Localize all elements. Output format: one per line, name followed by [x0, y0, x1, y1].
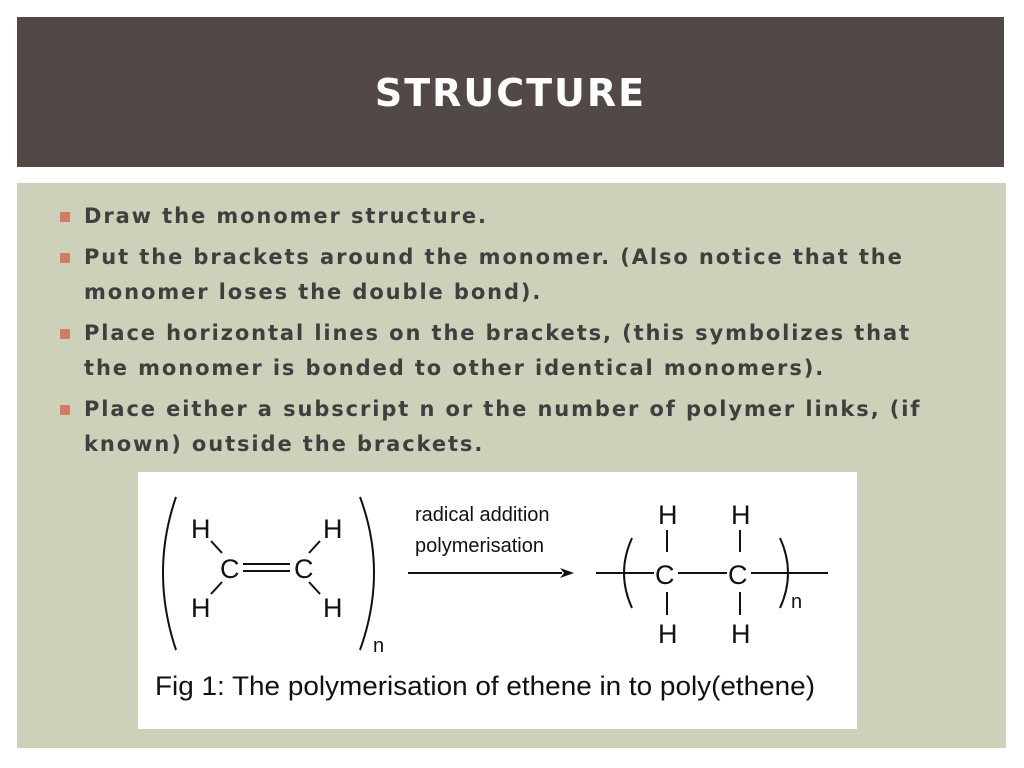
- title-bar: STRUCTURE: [17, 17, 1004, 167]
- polymer-h-top-left: H: [658, 500, 678, 530]
- monomer-right-bracket: [359, 496, 375, 651]
- polymer-c-right: C: [728, 560, 748, 590]
- monomer-c-left: C: [220, 554, 240, 584]
- monomer-c-right: C: [294, 554, 314, 584]
- square-bullet-icon: [60, 405, 70, 415]
- arrow-label-line2: polymerisation: [415, 535, 544, 557]
- monomer-h-top-right: H: [323, 514, 343, 544]
- monomer-h-bottom-right: H: [323, 593, 343, 623]
- bond-h-c-top-left: [210, 540, 223, 554]
- reaction-diagram: H H H H C C n radical addition polymeris…: [155, 496, 828, 701]
- bullet-item: Place either a subscript n or the number…: [60, 392, 960, 462]
- bullet-list: Draw the monomer structure. Put the brac…: [60, 199, 960, 468]
- polymer-subscript-n: n: [791, 591, 802, 613]
- polymer-h-bottom-left: H: [658, 619, 678, 649]
- bullet-text: Place either a subscript n or the number…: [84, 397, 922, 456]
- square-bullet-icon: [60, 212, 70, 222]
- bond-h-c-top-right: [308, 540, 321, 554]
- polymer-h-top-right: H: [731, 500, 751, 530]
- polymer-h-bottom-right: H: [731, 619, 751, 649]
- bond-h-c-bottom-right: [308, 581, 321, 595]
- bullet-text: Place horizontal lines on the brackets, …: [84, 321, 912, 380]
- bond-h-c-bottom-left: [210, 581, 223, 595]
- square-bullet-icon: [60, 253, 70, 263]
- bullet-item: Put the brackets around the monomer. (Al…: [60, 240, 960, 310]
- content-area: Draw the monomer structure. Put the brac…: [17, 183, 1006, 748]
- monomer-h-top-left: H: [191, 514, 211, 544]
- reaction-arrow-head: [560, 568, 574, 578]
- bullet-item: Place horizontal lines on the brackets, …: [60, 316, 960, 386]
- square-bullet-icon: [60, 329, 70, 339]
- polymerisation-figure: H H H H C C n radical addition polymeris…: [138, 472, 857, 729]
- monomer-h-bottom-left: H: [191, 593, 211, 623]
- bullet-item: Draw the monomer structure.: [60, 199, 960, 234]
- monomer-subscript-n: n: [373, 635, 384, 657]
- arrow-label-line1: radical addition: [415, 504, 550, 526]
- slide-title: STRUCTURE: [374, 71, 647, 115]
- monomer-left-bracket: [162, 496, 177, 651]
- polymer-c-left: C: [655, 560, 675, 590]
- bullet-text: Draw the monomer structure.: [84, 204, 488, 228]
- figure-caption: Fig 1: The polymerisation of ethene in t…: [155, 671, 815, 701]
- bullet-text: Put the brackets around the monomer. (Al…: [84, 245, 904, 304]
